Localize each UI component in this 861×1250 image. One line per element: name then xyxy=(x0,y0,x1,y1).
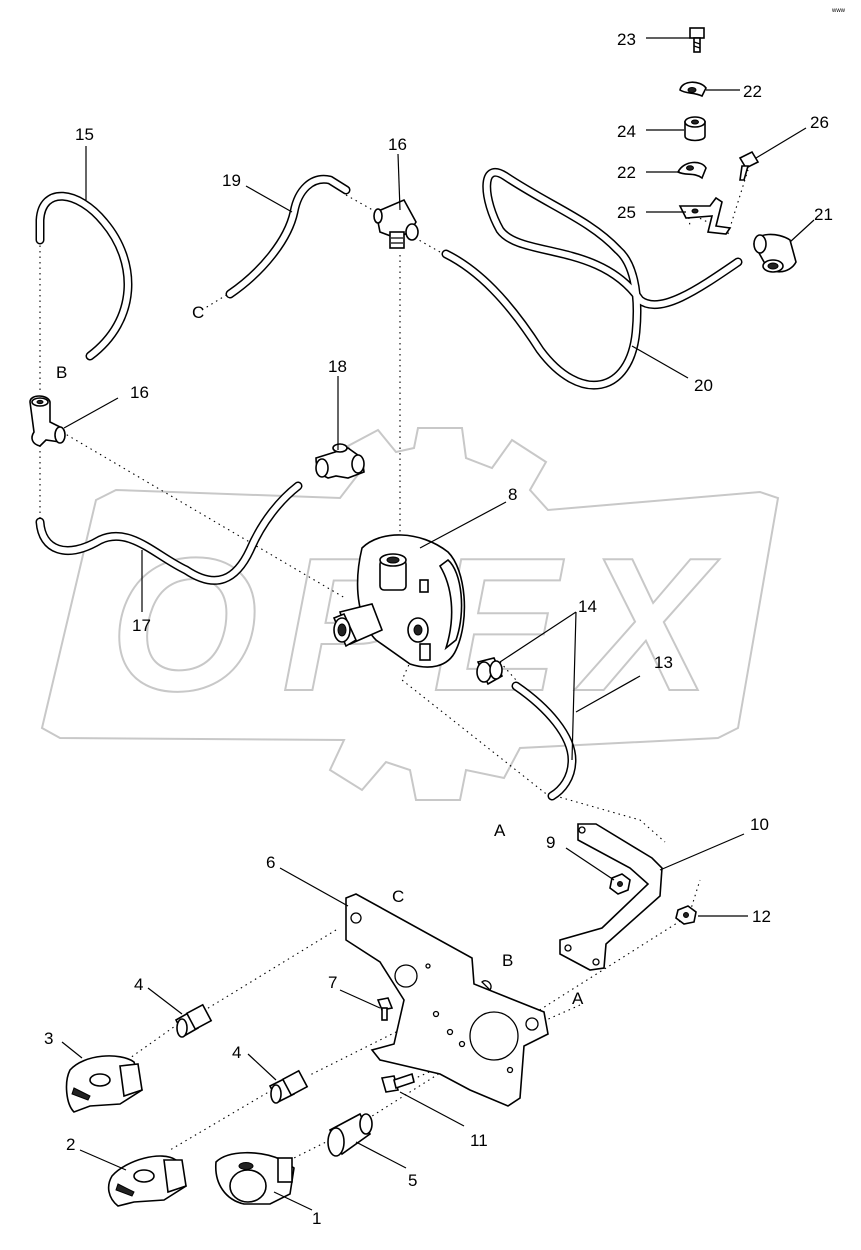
callout-16: 16 xyxy=(130,383,149,402)
connection-letter-a: A xyxy=(572,989,584,1008)
tee-fitting-16-top xyxy=(373,198,419,249)
callout-11: 11 xyxy=(470,1131,488,1150)
callout-5: 5 xyxy=(408,1171,417,1190)
coupler-3 xyxy=(65,1055,143,1113)
callout-20: 20 xyxy=(694,376,713,395)
callout-25: 25 xyxy=(617,203,636,222)
nut-9 xyxy=(609,873,631,895)
tube-15 xyxy=(35,191,133,361)
callout-26: 26 xyxy=(810,113,829,132)
callout-3: 3 xyxy=(44,1029,53,1048)
adapter-4-lower xyxy=(268,1069,309,1104)
tube-20 xyxy=(441,167,743,390)
elbow-21 xyxy=(753,233,797,273)
callout-15: 15 xyxy=(75,125,94,144)
callout-6: 6 xyxy=(266,853,275,872)
callout-8: 8 xyxy=(508,485,517,504)
connection-letter-b: B xyxy=(502,951,513,970)
callout-19: 19 xyxy=(222,171,241,190)
callout-24: 24 xyxy=(617,122,636,141)
bracket-10 xyxy=(559,823,663,971)
callout-22: 22 xyxy=(743,82,762,101)
nut-12 xyxy=(675,905,697,925)
bracket-25 xyxy=(678,196,732,235)
callout-10: 10 xyxy=(750,815,769,834)
callout-21: 21 xyxy=(814,205,833,224)
screw-26 xyxy=(738,150,760,181)
callout-17: 17 xyxy=(132,616,151,635)
callout-4: 4 xyxy=(232,1043,241,1062)
callout-2: 2 xyxy=(66,1135,75,1154)
fitting-14 xyxy=(476,657,504,686)
spacer-24 xyxy=(684,116,706,142)
tube-17 xyxy=(35,481,303,585)
connection-letter-b: B xyxy=(56,363,67,382)
coupler-1 xyxy=(215,1151,295,1205)
callout-numbers: 23 22 24 26 22 25 21 15 16 19 20 16 18 8… xyxy=(44,30,833,1228)
plate-6 xyxy=(345,893,549,1107)
bolt-11 xyxy=(380,1072,415,1093)
coupler-2 xyxy=(107,1155,187,1207)
callout-14: 14 xyxy=(578,597,597,616)
callout-13: 13 xyxy=(654,653,673,672)
adapter-4-upper xyxy=(174,1003,213,1038)
connection-letter-a: A xyxy=(494,821,506,840)
leader-lines xyxy=(61,37,815,1211)
corner-mark: www xyxy=(831,8,846,14)
tube-19 xyxy=(225,174,351,299)
screw-7 xyxy=(376,997,394,1021)
clip-22-upper xyxy=(679,81,707,98)
adapter-5 xyxy=(327,1112,373,1157)
callout-22: 22 xyxy=(617,163,636,182)
callout-23: 23 xyxy=(617,30,636,49)
tee-fitting-18 xyxy=(315,443,365,479)
callout-9: 9 xyxy=(546,833,555,852)
clip-22-lower xyxy=(676,161,707,180)
callout-12: 12 xyxy=(752,907,771,926)
valve-8 xyxy=(332,534,466,668)
tee-fitting-16-left xyxy=(29,395,66,447)
connection-letter-c: C xyxy=(392,887,404,906)
callout-4: 4 xyxy=(134,975,143,994)
callout-1: 1 xyxy=(312,1209,321,1228)
callout-16: 16 xyxy=(388,135,407,154)
connection-letters: A A B B C C xyxy=(56,303,584,1008)
bolt-23 xyxy=(689,27,705,53)
callout-18: 18 xyxy=(328,357,347,376)
connection-letter-c: C xyxy=(192,303,204,322)
callout-7: 7 xyxy=(328,973,337,992)
